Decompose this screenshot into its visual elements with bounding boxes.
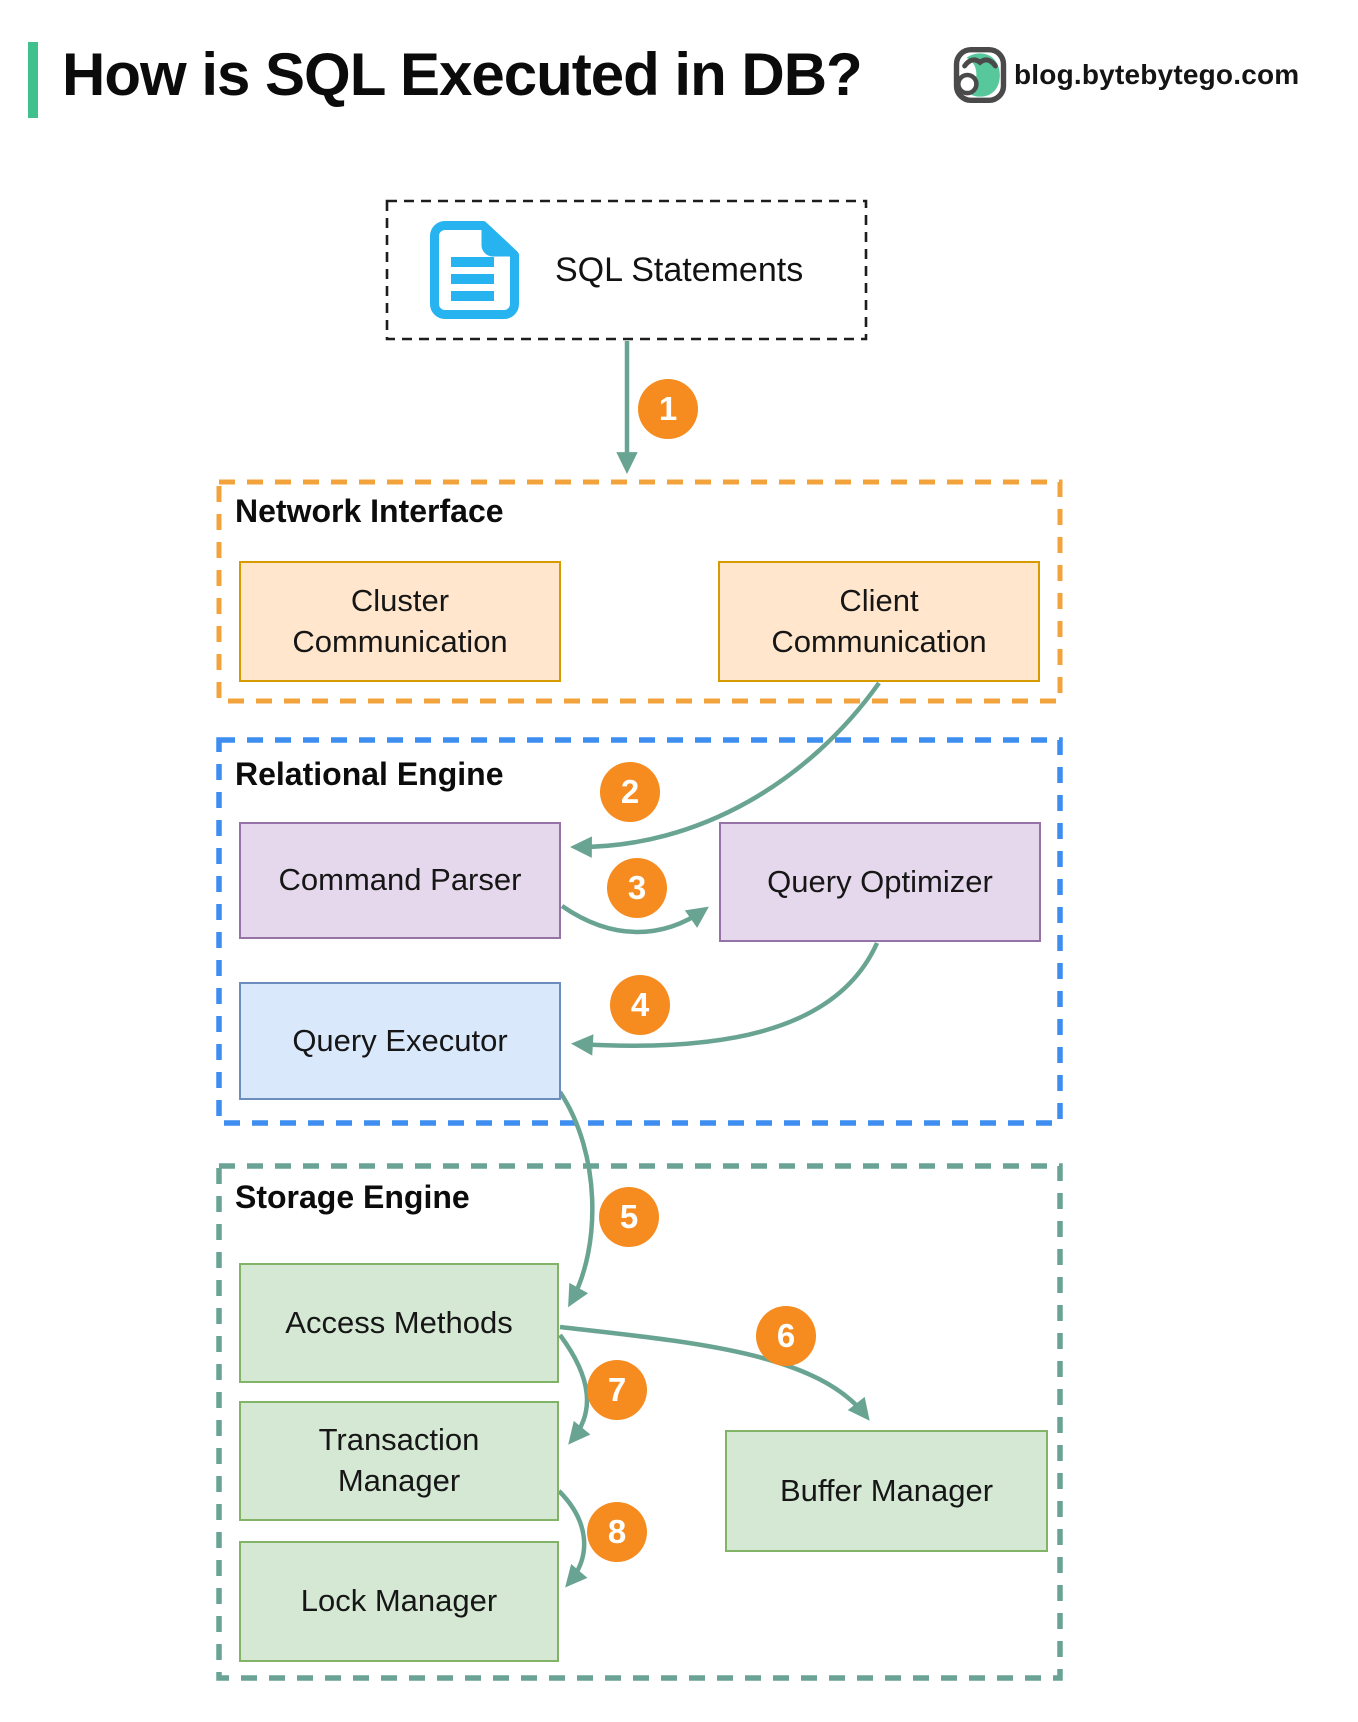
step-badge-2: 2 [600, 762, 660, 822]
bytebytego-logo: blog.bytebytego.com [952, 45, 1299, 105]
arrow-step-5 [558, 1090, 595, 1308]
arrow-step-6 [559, 1324, 870, 1421]
arrow-step-4 [571, 942, 880, 1056]
node-query-executor: Query Executor [239, 982, 561, 1100]
section-label-network-interface: Network Interface [235, 493, 504, 529]
sql-statements-label: SQL Statements [555, 250, 804, 289]
section-label-storage-engine: Storage Engine [235, 1179, 470, 1215]
arrow-step-7 [558, 1333, 591, 1445]
node-command-parser: Command Parser [239, 822, 561, 939]
step-badge-7: 7 [587, 1360, 647, 1420]
sql-statements-box: SQL Statements [387, 201, 866, 339]
arrow-step-3 [560, 904, 709, 935]
step-badge-3: 3 [607, 858, 667, 918]
node-cluster-communication: Cluster Communication [239, 561, 561, 682]
owl-icon [952, 45, 1008, 105]
storage-engine-boundary [216, 1163, 1063, 1681]
network-interface-boundary [216, 479, 1063, 704]
title-accent-bar [28, 42, 38, 118]
node-transaction-manager: Transaction Manager [239, 1401, 559, 1521]
relational-engine-boundary [216, 737, 1063, 1126]
arrow-step-8 [557, 1489, 588, 1588]
node-buffer-manager: Buffer Manager [725, 1430, 1048, 1552]
node-query-optimizer: Query Optimizer [719, 822, 1041, 942]
page-title: How is SQL Executed in DB? [62, 41, 863, 108]
logo-text: blog.bytebytego.com [1014, 59, 1300, 90]
step-badge-1: 1 [638, 379, 698, 439]
step-badge-8: 8 [587, 1502, 647, 1562]
section-label-relational-engine: Relational Engine [235, 756, 504, 792]
sql-statements-boundary [385, 199, 868, 341]
node-client-communication: Client Communication [718, 561, 1040, 682]
arrow-step-2 [570, 681, 881, 858]
document-icon [427, 221, 519, 319]
node-lock-manager: Lock Manager [239, 1541, 559, 1662]
step-badge-6: 6 [756, 1306, 816, 1366]
step-badge-4: 4 [610, 975, 670, 1035]
node-access-methods: Access Methods [239, 1263, 559, 1383]
step-badge-5: 5 [599, 1187, 659, 1247]
